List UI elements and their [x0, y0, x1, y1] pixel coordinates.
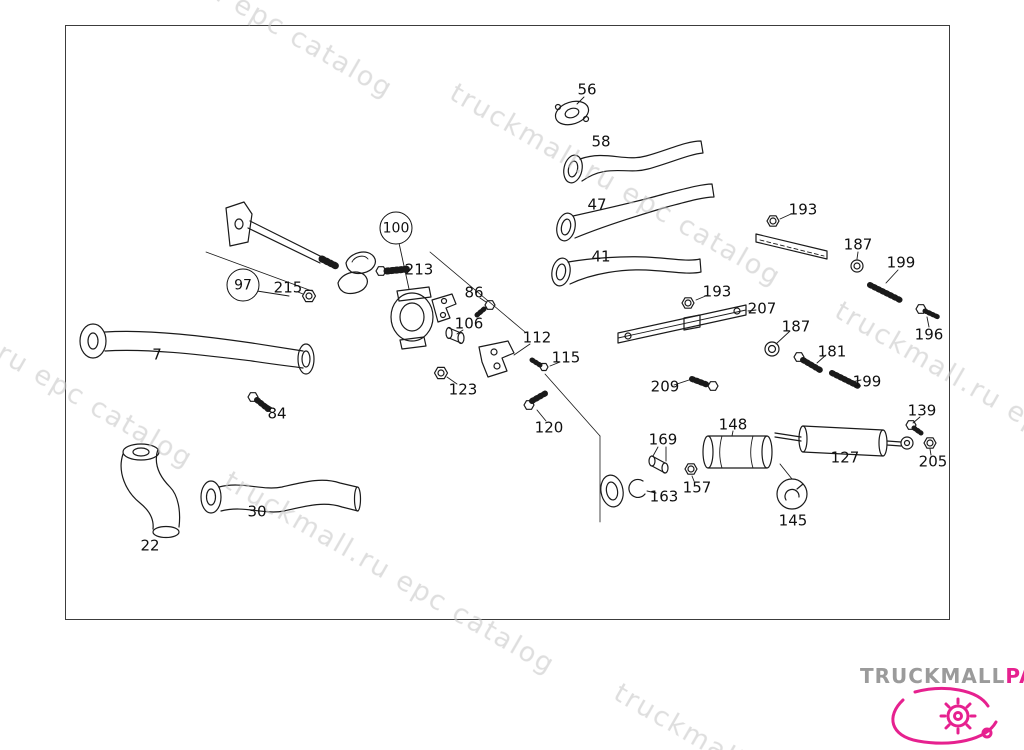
- part-valve-body: [390, 286, 457, 350]
- part-86-bolt: [474, 297, 496, 318]
- part-106-spacer: [445, 326, 465, 345]
- part-label-199[interactable]: 199: [886, 253, 916, 272]
- part-label-187[interactable]: 187: [843, 235, 873, 254]
- part-label-215[interactable]: 215: [273, 278, 303, 297]
- part-label-127[interactable]: 127: [830, 448, 860, 467]
- part-label-193[interactable]: 193: [702, 282, 732, 301]
- part-label-47[interactable]: 47: [587, 195, 607, 214]
- part-215-nut: [297, 289, 317, 303]
- part-label-30[interactable]: 30: [247, 502, 267, 521]
- part-label-213[interactable]: 213: [404, 260, 434, 279]
- part-7-exhaust-pipe: [79, 323, 315, 375]
- part-label-86[interactable]: 86: [464, 283, 484, 302]
- brand-logo-gray: TRUCKMALL: [860, 664, 1006, 688]
- part-205-nut: [923, 437, 937, 456]
- part-label-106[interactable]: 106: [454, 314, 484, 333]
- part-label-207[interactable]: 207: [747, 299, 777, 318]
- part-139-bolt: [905, 416, 924, 436]
- part-label-169[interactable]: 169: [648, 430, 678, 449]
- part-115-stud: [529, 357, 561, 372]
- part-label-58[interactable]: 58: [591, 132, 611, 151]
- part-label-115[interactable]: 115: [551, 348, 581, 367]
- part-label-139[interactable]: 139: [907, 401, 937, 420]
- part-upper-bracket-rail: [755, 213, 941, 328]
- part-label-100[interactable]: 100: [379, 211, 413, 245]
- part-bottom-hardware: [544, 373, 698, 523]
- part-label-112[interactable]: 112: [522, 328, 552, 347]
- part-label-181[interactable]: 181: [817, 342, 847, 361]
- part-127-damper: [774, 425, 914, 457]
- part-label-205[interactable]: 205: [918, 452, 948, 471]
- part-label-157[interactable]: 157: [682, 478, 712, 497]
- part-84-bolt: [247, 392, 273, 412]
- part-label-199[interactable]: 199: [852, 372, 882, 391]
- part-label-209[interactable]: 209: [650, 377, 680, 396]
- brand-logo: TRUCKMALLPARTS: [860, 664, 1024, 688]
- part-label-187[interactable]: 187: [781, 317, 811, 336]
- brand-logo-pink: PARTS: [1005, 664, 1024, 688]
- part-145-clamp: [776, 463, 808, 510]
- part-bracket-center: [478, 340, 531, 378]
- part-label-56[interactable]: 56: [577, 80, 597, 99]
- part-213-bolt: [375, 265, 412, 276]
- part-163-snap-ring: [628, 478, 646, 499]
- part-label-193[interactable]: 193: [788, 200, 818, 219]
- part-label-97[interactable]: 97: [226, 268, 260, 302]
- part-207-bracket-rail: [617, 294, 862, 391]
- part-label-7[interactable]: 7: [152, 345, 162, 364]
- part-label-84[interactable]: 84: [267, 404, 287, 423]
- part-label-148[interactable]: 148: [718, 415, 748, 434]
- part-47-pipe: [556, 183, 715, 242]
- part-58-front-pipe: [563, 140, 704, 184]
- part-120-bolt: [523, 390, 549, 422]
- part-label-22[interactable]: 22: [140, 536, 160, 555]
- diagram-frame: [65, 25, 950, 620]
- part-clamp-halves: [337, 251, 376, 295]
- part-148-muffler: [702, 430, 773, 469]
- part-label-41[interactable]: 41: [591, 247, 611, 266]
- part-123-nut: [433, 366, 458, 385]
- logo-gear-icon: [891, 686, 998, 745]
- part-label-120[interactable]: 120: [534, 418, 564, 437]
- part-22-elbow-pipe: [120, 443, 181, 539]
- part-56-gasket: [554, 96, 590, 126]
- part-41-pipe: [551, 256, 702, 287]
- part-30-flex-pipe: [200, 479, 362, 514]
- part-label-145[interactable]: 145: [778, 511, 808, 530]
- part-label-196[interactable]: 196: [914, 325, 944, 344]
- part-label-163[interactable]: 163: [649, 487, 679, 506]
- part-label-123[interactable]: 123: [448, 380, 478, 399]
